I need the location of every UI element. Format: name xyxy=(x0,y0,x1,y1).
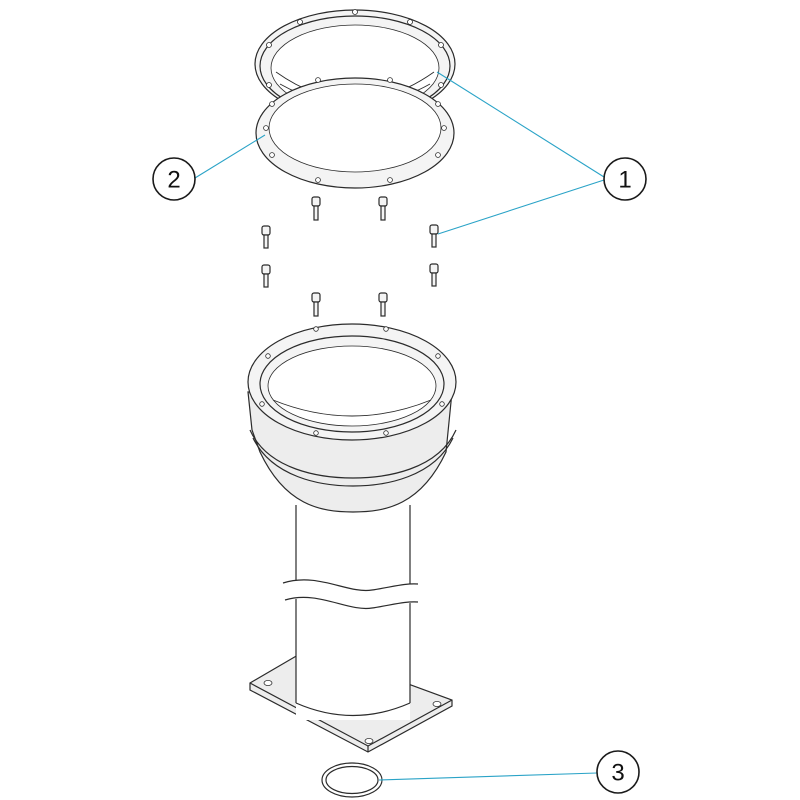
screw xyxy=(261,225,271,249)
break-symbol xyxy=(282,579,419,611)
gasket-bolt-holes xyxy=(263,77,447,183)
screw xyxy=(378,292,388,317)
screw xyxy=(429,263,439,287)
callout-1: 1 xyxy=(603,157,647,201)
screw xyxy=(429,224,439,248)
callout-3: 3 xyxy=(596,750,640,794)
screw xyxy=(378,196,388,221)
leader-line-1-screw xyxy=(437,179,605,235)
leader-line-3 xyxy=(378,772,598,781)
screw xyxy=(311,292,321,317)
head-housing xyxy=(247,323,457,513)
screws xyxy=(261,196,439,317)
leader-line-2 xyxy=(194,134,266,179)
callout-1-label: 1 xyxy=(618,167,631,194)
base-plate-mounting-holes xyxy=(263,680,442,745)
leader-lines xyxy=(194,71,605,781)
callout-2: 2 xyxy=(152,157,196,201)
head-housing-bolt-holes xyxy=(259,326,445,436)
leader-line-1-ring xyxy=(436,71,605,178)
callout-2-label: 2 xyxy=(167,167,180,194)
screw xyxy=(311,196,321,221)
screw xyxy=(261,264,271,288)
o-ring xyxy=(321,762,383,798)
callout-3-label: 3 xyxy=(611,760,624,787)
column-pipe xyxy=(282,505,419,720)
gasket xyxy=(255,77,455,189)
